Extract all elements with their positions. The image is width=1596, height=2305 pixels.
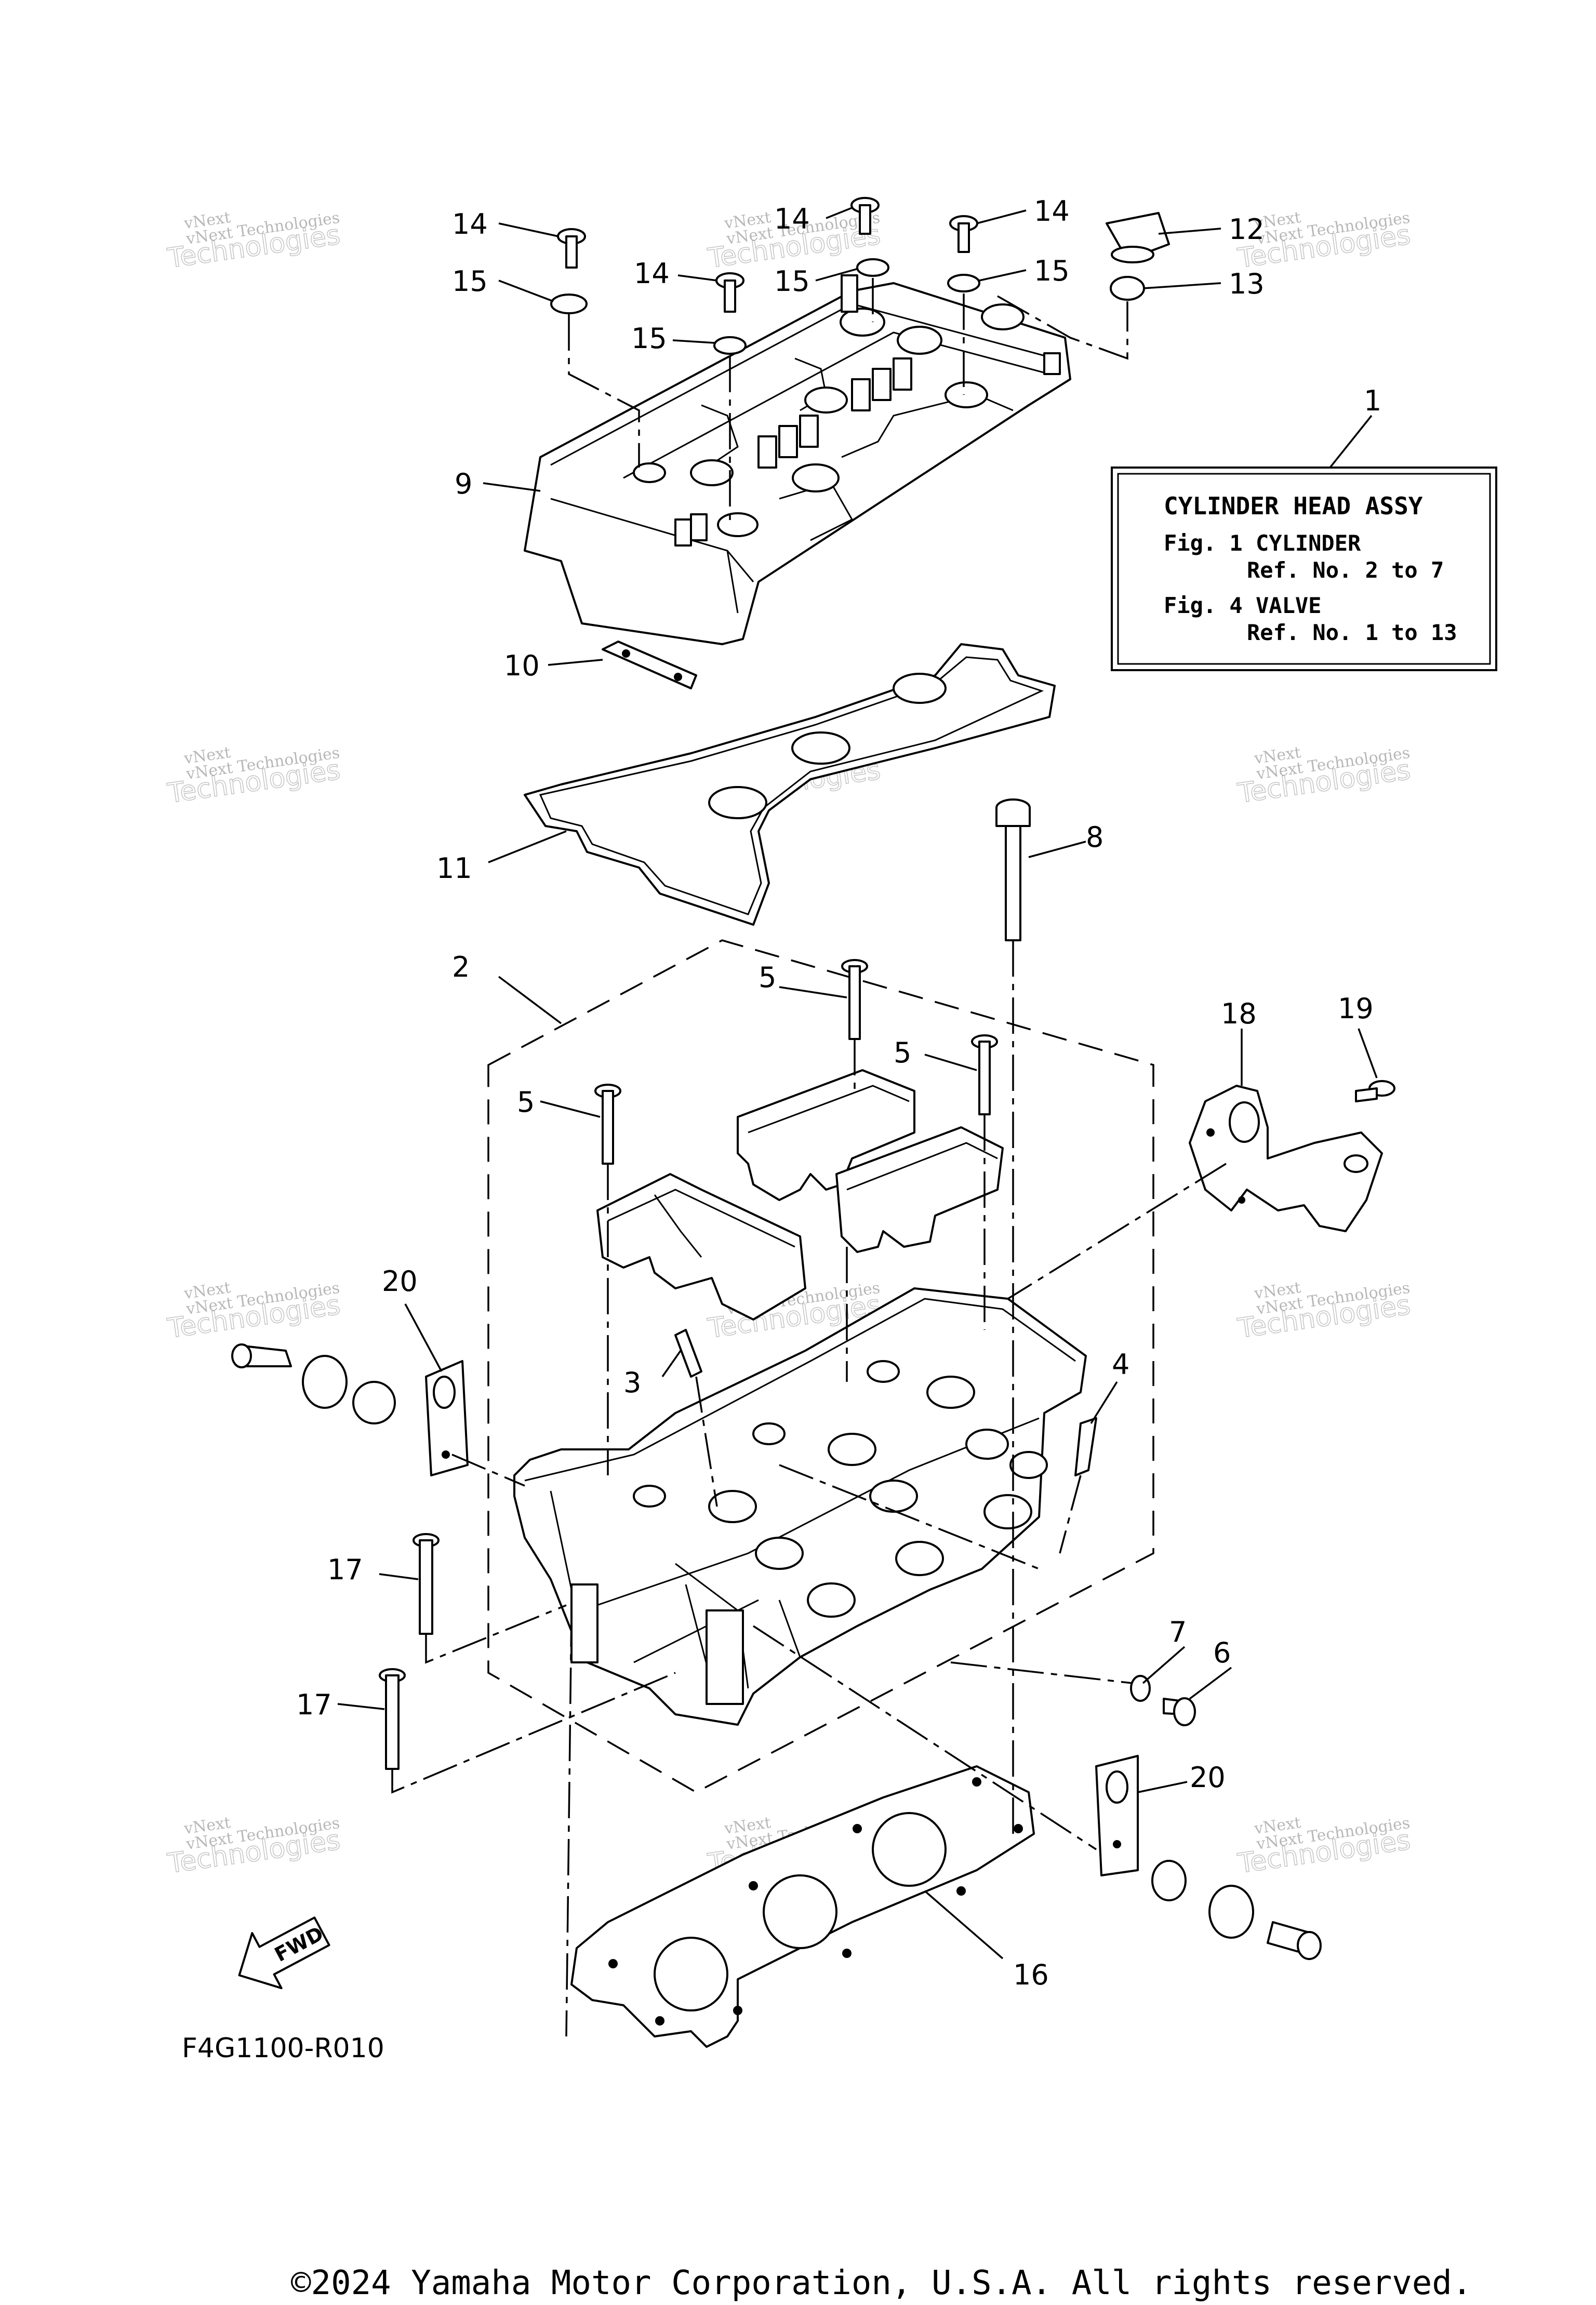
camshaft-cap bbox=[737, 1069, 915, 1201]
ref-number: 17 bbox=[327, 1553, 363, 1586]
hanger-bolt-right bbox=[1151, 1860, 1322, 1960]
ref-number: 14 bbox=[452, 208, 488, 241]
ref-number: 19 bbox=[1338, 992, 1374, 1025]
legend-line: Fig. 4 VALVE bbox=[1164, 593, 1321, 618]
ref-number: 12 bbox=[1229, 213, 1265, 246]
watermark: vNext vNext Technologies Technologies bbox=[1235, 1278, 1413, 1345]
ref-number: 14 bbox=[1034, 195, 1070, 228]
watermark: vNext vNext Technologies Technologies bbox=[165, 208, 343, 275]
bolt-17 bbox=[413, 1533, 440, 1635]
ref-number: 15 bbox=[1034, 255, 1070, 287]
ref-number: 2 bbox=[452, 951, 470, 983]
grommet-15 bbox=[947, 274, 980, 292]
grommet-15 bbox=[713, 336, 747, 355]
ref-number: 10 bbox=[504, 649, 540, 682]
camshaft-cap bbox=[596, 1173, 806, 1321]
watermark: vNext vNext Technologies Technologies bbox=[165, 1814, 343, 1880]
ref-number: 4 bbox=[1112, 1348, 1129, 1381]
bolt-14 bbox=[715, 272, 744, 313]
cylinder-head-group-boundary bbox=[487, 939, 1154, 1793]
watermark: vNext vNext Technologies Technologies bbox=[1235, 208, 1413, 275]
diagram-code: F4G1100-R010 bbox=[182, 2033, 384, 2064]
ref-number: 5 bbox=[759, 961, 776, 994]
head-cover-gasket bbox=[524, 643, 1056, 926]
engine-hanger-20 bbox=[425, 1360, 469, 1476]
bolt-5 bbox=[971, 1034, 998, 1115]
ref-number: 15 bbox=[631, 322, 667, 355]
legend-line: Fig. 1 CYLINDER bbox=[1164, 530, 1361, 556]
camshaft-cap bbox=[835, 1126, 1004, 1253]
copyright-notice: ©2024 Yamaha Motor Corporation, U.S.A. A… bbox=[291, 2264, 1472, 2302]
alignment-lines bbox=[391, 940, 1227, 2037]
ref-number: 9 bbox=[455, 468, 472, 500]
ref-number: 20 bbox=[382, 1265, 418, 1298]
bolt-5 bbox=[594, 1084, 621, 1165]
o-ring-13 bbox=[1110, 276, 1145, 301]
bolt-14 bbox=[949, 215, 978, 253]
bolt-19 bbox=[1355, 1080, 1395, 1102]
ref-number: 14 bbox=[634, 257, 670, 290]
cylinder-head-gasket bbox=[570, 1765, 1035, 2048]
leader-lines bbox=[337, 207, 1378, 1960]
legend-line: Ref. No. 1 to 13 bbox=[1247, 620, 1457, 645]
cylinder-head bbox=[513, 1287, 1087, 1726]
ref-number: 5 bbox=[517, 1086, 535, 1118]
ref-number: 15 bbox=[452, 265, 488, 298]
ref-number: 20 bbox=[1190, 1761, 1226, 1794]
engine-hanger-20 bbox=[1095, 1755, 1139, 1876]
hanger-bolt-left bbox=[231, 1343, 396, 1424]
ref-number: 13 bbox=[1229, 268, 1265, 300]
ref-number: 16 bbox=[1013, 1958, 1049, 1991]
forward-direction-arrow: FWD bbox=[238, 1916, 330, 1990]
ref-number: 3 bbox=[623, 1366, 641, 1399]
dowel-pin-4 bbox=[1074, 1417, 1097, 1476]
cap-12 bbox=[1106, 212, 1170, 263]
ref-number: 14 bbox=[774, 203, 810, 235]
grommet-15 bbox=[550, 294, 588, 314]
reference-numbers: 1 2 3 4 5 5 5 6 7 8 9 10 11 12 13 14 14 … bbox=[296, 195, 1381, 1991]
bolt-5 bbox=[841, 959, 868, 1040]
cylinder-head-cover bbox=[524, 274, 1071, 645]
ref-number: 11 bbox=[436, 852, 472, 885]
ref-number: 7 bbox=[1169, 1616, 1187, 1648]
ref-number: 1 bbox=[1364, 384, 1381, 417]
bolt-14 bbox=[557, 228, 586, 269]
ref-number: 17 bbox=[296, 1688, 332, 1721]
legend-line: Ref. No. 2 to 7 bbox=[1247, 557, 1444, 583]
ref-number: 6 bbox=[1213, 1636, 1231, 1669]
watermark: vNext vNext Technologies Technologies bbox=[165, 1278, 343, 1345]
watermark: vNext vNext Technologies Technologies bbox=[1235, 743, 1413, 810]
alignment-lines-top bbox=[568, 278, 1128, 525]
legend-title: CYLINDER HEAD ASSY bbox=[1164, 492, 1423, 520]
bolt-6 bbox=[1163, 1697, 1196, 1726]
watermark: vNext vNext Technologies Technologies bbox=[1235, 1814, 1413, 1880]
gasket-plate bbox=[602, 641, 697, 689]
ref-number: 8 bbox=[1086, 821, 1103, 854]
bolt-17 bbox=[379, 1668, 406, 1770]
bracket-18 bbox=[1189, 1085, 1383, 1232]
dowel-pin-3 bbox=[674, 1329, 702, 1378]
bolt-8 bbox=[995, 798, 1031, 941]
bolt-14 bbox=[850, 197, 880, 235]
ref-number: 18 bbox=[1221, 997, 1257, 1030]
assembly-legend-box: CYLINDER HEAD ASSY Fig. 1 CYLINDER Ref. … bbox=[1111, 467, 1497, 671]
grommet-15 bbox=[856, 258, 889, 277]
ref-number: 15 bbox=[774, 265, 810, 298]
watermark: vNext vNext Technologies Technologies bbox=[165, 743, 343, 810]
ref-number: 5 bbox=[894, 1036, 911, 1069]
